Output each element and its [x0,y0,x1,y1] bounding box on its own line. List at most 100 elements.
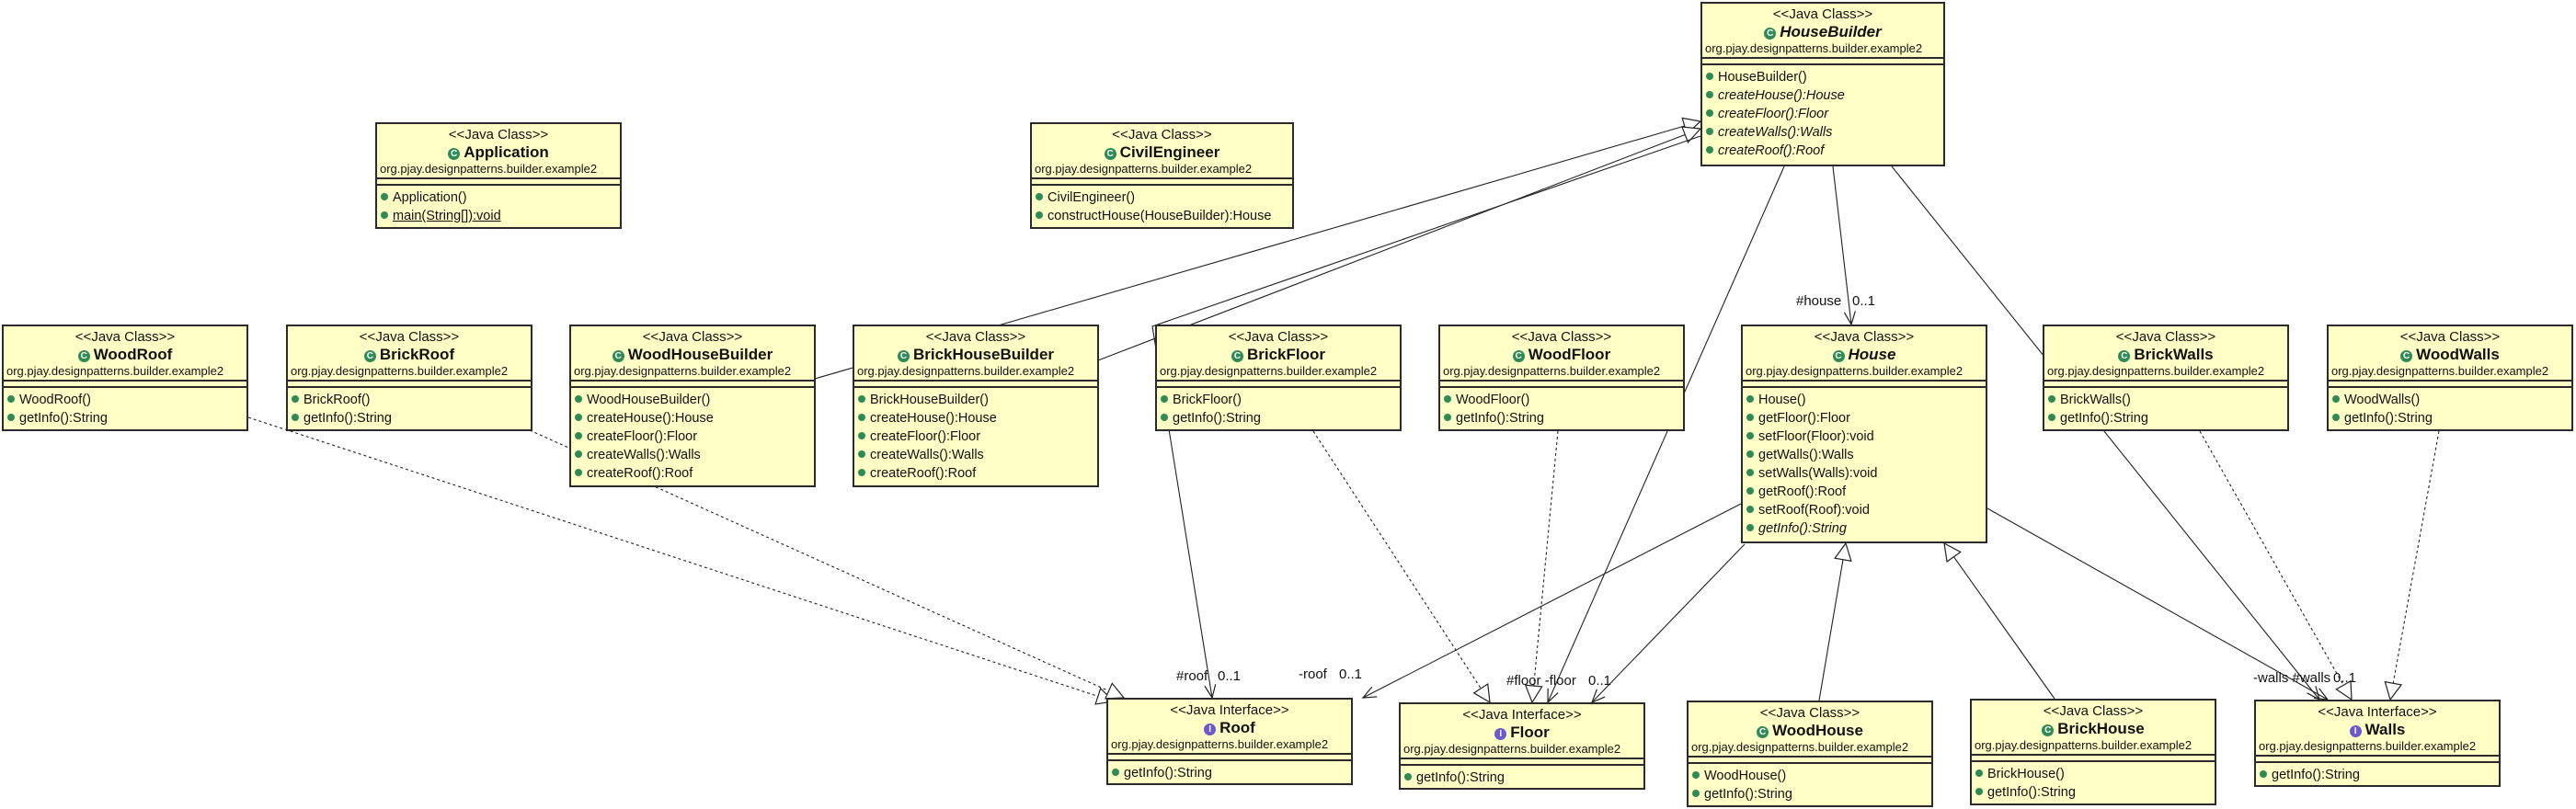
class-name: WoodFloor [1528,346,1611,363]
edge-housebuilder-walls-assoc [1891,165,2320,701]
edge-brickroof-implements-roof-arrowhead [1104,682,1126,700]
constructor-icon [1444,395,1451,403]
operation: getInfo():String [1987,785,2076,800]
operation: BrickHouse() [1987,767,2065,781]
class-name: HouseBuilder [1780,23,1882,40]
public-method-icon [7,414,15,421]
public-method-icon [1404,773,1412,781]
operation: getInfo():String [1758,521,1847,536]
operation: WoodHouseBuilder() [587,393,711,407]
package-name: org.pjay.designpatterns.builder.example2 [1443,364,1661,378]
public-method-icon [292,414,299,421]
constructor-icon [2048,395,2055,403]
edge-woodfloor-implements-floor [1533,430,1559,687]
operation: constructHouse(HouseBuilder):House [1048,209,1272,223]
class-name: WoodWalls [2416,346,2500,363]
stereotype: <<Java Class>> [1814,329,1915,345]
edge-brickwalls-implements-walls-arrowhead [2335,679,2353,701]
stereotype: <<Java Class>> [2399,329,2501,345]
operation: getInfo():String [303,411,392,426]
operation: getInfo():String [19,411,108,426]
stereotype: <<Java Class>> [1772,6,1873,22]
public-method-icon [1036,211,1043,219]
package-name: org.pjay.designpatterns.builder.example2 [1111,737,1329,751]
public-method-icon [858,414,865,421]
package-name: org.pjay.designpatterns.builder.example2 [1975,738,2192,752]
interface-icon: I [1494,728,1507,740]
edge-housebuilder-house-assoc [1832,165,1852,325]
edge-woodwalls-implements-walls-arrowhead [2384,680,2403,701]
public-method-icon [1975,788,1983,795]
class-icon: C [2400,350,2413,362]
class-icon: C [1104,148,1116,160]
operation: BrickWalls() [2060,393,2131,407]
package-name: org.pjay.designpatterns.builder.example2 [1691,740,1909,754]
edge-housebuilder-roof-assoc [1151,135,1701,699]
public-method-icon [1746,506,1754,513]
package-name: org.pjay.designpatterns.builder.example2 [1746,364,1963,378]
edge-brickfloor-implements-floor-arrowhead [1472,682,1491,704]
edge-label-floor-roles: #floor -floor [1506,673,1576,689]
edge-house-walls-assoc [1986,507,2329,701]
edge-housebuilder-floor-assoc [1547,165,1785,703]
constructor-icon [858,395,865,403]
operation: getFloor():Floor [1758,411,1850,426]
edge-woodhouse-extends-house [1818,559,1844,701]
class-icon: C [897,350,910,362]
operation: getWalls():Walls [1758,448,1854,462]
stereotype: <<Java Interface>> [1170,702,1289,718]
edge-label-roof-priv-mult: 0..1 [1339,667,1363,682]
edge-label-walls-roles: -walls #walls [2253,670,2331,686]
edge-brickhousebuilder-extends-housebuilder [1097,133,1686,361]
public-method-icon [1746,524,1754,531]
operation: getInfo():String [1173,411,1261,426]
class-name: BrickWalls [2134,346,2214,363]
public-method-icon [1706,128,1713,135]
public-method-icon [2332,414,2340,421]
static-method-icon [381,211,388,219]
operation: HouseBuilder() [1718,70,1807,85]
operation: createFloor():Floor [587,429,698,444]
public-method-icon [1161,414,1168,421]
stereotype: <<Java Class>> [74,329,176,345]
public-method-icon [1706,109,1713,117]
stereotype: <<Java Class>> [925,329,1026,345]
operation: getInfo():String [1416,770,1505,785]
edge-house-roof-assoc [1362,503,1742,699]
edge-label-house-mult: 0..1 [1852,293,1876,309]
package-name: org.pjay.designpatterns.builder.example2 [857,364,1075,378]
stereotype: <<Java Class>> [642,329,743,345]
public-method-icon [1746,414,1754,421]
operation: setWalls(Walls):void [1758,466,1878,481]
package-name: org.pjay.designpatterns.builder.example2 [1705,41,1923,55]
operation: WoodHouse() [1704,769,1787,783]
constructor-icon [1036,193,1043,200]
stereotype: <<Java Class>> [1112,127,1212,142]
edge-brickhouse-extends-house [1952,556,2055,700]
public-method-icon [2260,770,2267,778]
public-method-icon [1746,487,1754,495]
class-name: Roof [1219,719,1255,736]
public-method-icon [1706,146,1713,154]
operation: getRoof():Roof [1758,484,1847,499]
stereotype: <<Java Class>> [2115,329,2216,345]
operation: WoodFloor() [1456,393,1530,407]
class-icon: C [1231,350,1243,362]
